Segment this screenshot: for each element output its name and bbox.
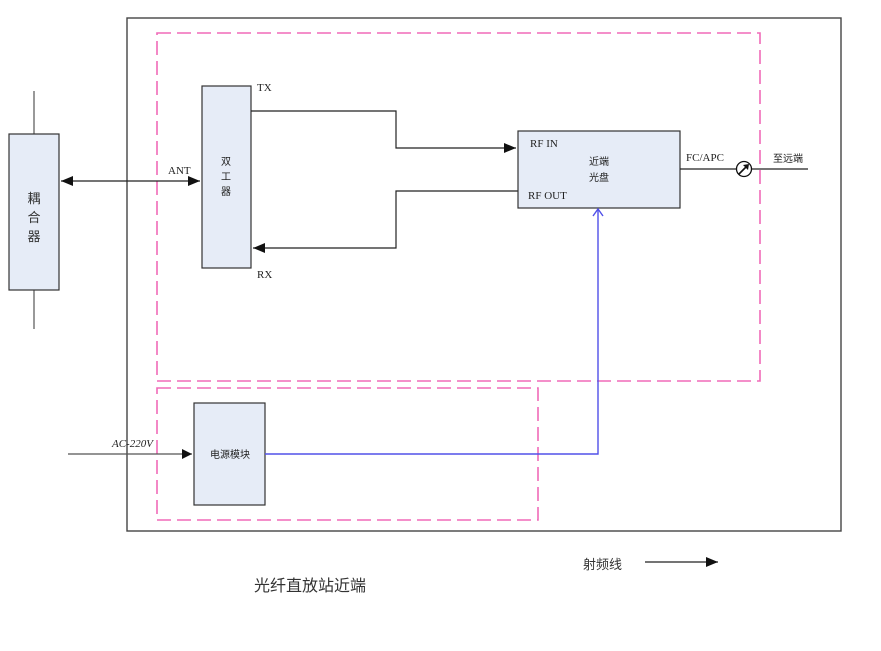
tx-path-arrow (251, 110, 516, 153)
coupler: 耦 合 器 (8, 91, 60, 329)
diagram-title: 光纤直放站近端 (254, 576, 366, 595)
rf-in-label: RF IN (530, 138, 558, 150)
ant-label: ANT (168, 165, 191, 177)
rf-section-boundary (156, 32, 761, 382)
coupler-label-1: 耦 (27, 192, 40, 207)
rf-out-label: RF OUT (528, 190, 567, 202)
power-feed-line (265, 210, 599, 455)
duplexer-label-2: 工 (221, 172, 231, 183)
duplexer-label-1: 双 (221, 156, 231, 168)
coupler-box (8, 133, 60, 291)
duplexer-box (201, 85, 252, 269)
fc-apc-label: FC/APC (686, 152, 724, 164)
power-module-label: 电源模块 (210, 448, 250, 461)
duplexer: 双 工 器 TX RX (201, 82, 272, 281)
tx-label: TX (257, 82, 272, 94)
optical-module-label-1: 近端 (589, 155, 609, 168)
ac-input-label: AC-220V (111, 438, 154, 450)
optical-module: RF IN RF OUT 近端 光盘 (517, 130, 681, 209)
power-feed-arrowhead-icon (592, 207, 604, 217)
rx-path-arrow (253, 190, 518, 253)
duplexer-label-3: 器 (221, 186, 231, 198)
rx-label: RX (257, 269, 272, 281)
optical-module-box (517, 130, 681, 209)
power-module: 电源模块 (193, 402, 266, 506)
coupler-label-3: 器 (27, 230, 40, 245)
to-remote-label: 至远端 (773, 152, 803, 165)
legend-label: 射频线 (583, 557, 622, 573)
optical-module-label-2: 光盘 (589, 171, 609, 184)
equipment-frame (126, 17, 842, 532)
coupler-label-2: 合 (27, 211, 40, 226)
power-module-box (193, 402, 266, 506)
fiber-connector-icon (735, 160, 753, 178)
